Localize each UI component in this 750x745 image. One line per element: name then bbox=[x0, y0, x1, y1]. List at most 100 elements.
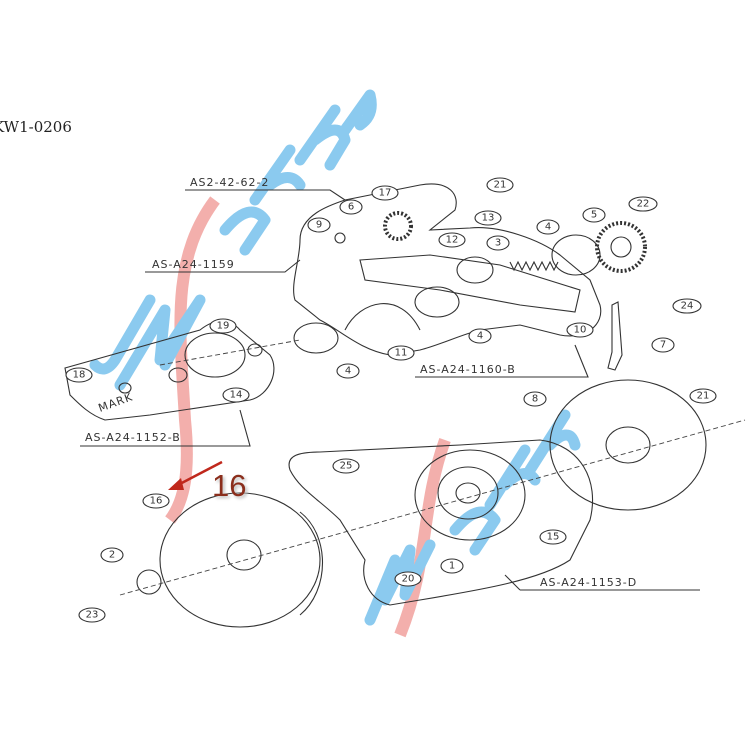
assembly-label-2: AS-A24-1159 bbox=[145, 258, 301, 273]
callout-23: 23 bbox=[78, 607, 106, 623]
svg-text:4: 4 bbox=[545, 222, 551, 233]
svg-text:24: 24 bbox=[681, 301, 694, 312]
plate-hole bbox=[456, 256, 494, 284]
watermark-logo bbox=[89, 89, 581, 638]
callout-22: 22 bbox=[628, 196, 658, 212]
callout-24: 24 bbox=[672, 298, 702, 314]
svg-text:4: 4 bbox=[477, 331, 483, 342]
callout-16: 16 bbox=[142, 493, 170, 509]
svg-text:9: 9 bbox=[316, 220, 322, 231]
svg-text:15: 15 bbox=[547, 532, 560, 543]
callout-19: 19 bbox=[209, 318, 237, 334]
gear-5 bbox=[595, 221, 647, 273]
callout-5: 5 bbox=[582, 207, 606, 223]
svg-text:21: 21 bbox=[494, 180, 507, 191]
lever-7 bbox=[607, 301, 623, 371]
svg-text:21: 21 bbox=[697, 391, 710, 402]
callout-4a: 4 bbox=[536, 219, 560, 235]
svg-text:23: 23 bbox=[86, 610, 99, 621]
callout-20: 20 bbox=[394, 571, 422, 587]
assembly-label-5: AS-A24-1153-D bbox=[504, 574, 700, 591]
bearing-9 bbox=[334, 232, 346, 244]
svg-text:6: 6 bbox=[348, 202, 354, 213]
svg-text:10: 10 bbox=[574, 325, 587, 336]
callout-10: 10 bbox=[566, 322, 594, 338]
disc-16 bbox=[159, 492, 321, 628]
lower-housing bbox=[288, 439, 594, 606]
disc-8-hub bbox=[605, 426, 651, 464]
callout-17: 17 bbox=[371, 185, 399, 201]
svg-text:8: 8 bbox=[532, 394, 538, 405]
svg-text:1: 1 bbox=[449, 561, 455, 572]
svg-text:4: 4 bbox=[345, 366, 351, 377]
svg-text:7: 7 bbox=[660, 340, 666, 351]
highlight-label: 16 bbox=[212, 468, 247, 503]
callout-21a: 21 bbox=[486, 177, 514, 193]
assembly-label-3: AS-A24-1152-B bbox=[80, 409, 251, 447]
svg-text:AS-A24-1152-B: AS-A24-1152-B bbox=[85, 431, 181, 444]
disc-16-rim bbox=[299, 511, 324, 616]
callout-25: 25 bbox=[332, 458, 360, 474]
callout-14: 14 bbox=[222, 387, 250, 403]
callout-4b: 4 bbox=[468, 328, 492, 344]
callout-13: 13 bbox=[474, 210, 502, 226]
svg-text:19: 19 bbox=[217, 321, 230, 332]
callout-1: 1 bbox=[440, 558, 464, 574]
svg-text:3: 3 bbox=[495, 238, 501, 249]
callout-12: 12 bbox=[438, 232, 466, 248]
pin-18 bbox=[118, 382, 132, 394]
callout-15: 15 bbox=[539, 529, 567, 545]
arc-11 bbox=[344, 303, 421, 331]
svg-text:16: 16 bbox=[150, 496, 163, 507]
svg-text:5: 5 bbox=[591, 210, 597, 221]
arrow-head-icon bbox=[168, 478, 184, 490]
svg-text:AS-A24-1153-D: AS-A24-1153-D bbox=[540, 576, 637, 589]
svg-text:18: 18 bbox=[73, 370, 86, 381]
svg-text:AS-A24-1159: AS-A24-1159 bbox=[152, 258, 235, 271]
callout-8: 8 bbox=[523, 391, 547, 407]
assembly-axis bbox=[119, 419, 746, 596]
svg-text:AS2-42-62-2: AS2-42-62-2 bbox=[190, 176, 269, 189]
flange-bore bbox=[455, 482, 481, 504]
svg-text:2: 2 bbox=[109, 550, 115, 561]
upper-bracket bbox=[293, 183, 602, 356]
gear-5-hub bbox=[610, 236, 632, 258]
washer-2 bbox=[136, 569, 162, 595]
gear-6 bbox=[383, 211, 413, 241]
callout-18: 18 bbox=[65, 367, 93, 383]
assembly-label-1: AS2-42-62-2 bbox=[185, 176, 346, 201]
hub-14 bbox=[184, 332, 246, 378]
collar-19 bbox=[247, 343, 263, 357]
callout-3: 3 bbox=[486, 235, 510, 251]
callout-21b: 21 bbox=[689, 388, 717, 404]
callout-2: 2 bbox=[100, 547, 124, 563]
svg-text:20: 20 bbox=[402, 574, 415, 585]
svg-text:17: 17 bbox=[379, 188, 392, 199]
disc-8 bbox=[549, 379, 707, 511]
washer-4a bbox=[551, 234, 601, 276]
mark-label: MARK bbox=[97, 390, 135, 414]
svg-text:11: 11 bbox=[395, 348, 408, 359]
washer-4c bbox=[293, 322, 339, 354]
svg-text:25: 25 bbox=[340, 461, 353, 472]
disc-16-hub bbox=[226, 539, 262, 571]
flange-inner bbox=[437, 466, 499, 520]
callout-6: 6 bbox=[339, 199, 363, 215]
assembly-label-4: AS-A24-1160-B bbox=[415, 344, 589, 378]
spring-3 bbox=[509, 260, 559, 272]
svg-text:12: 12 bbox=[446, 235, 459, 246]
svg-text:13: 13 bbox=[482, 213, 495, 224]
callout-9: 9 bbox=[307, 217, 331, 233]
svg-text:22: 22 bbox=[637, 199, 650, 210]
svg-text:AS-A24-1160-B: AS-A24-1160-B bbox=[420, 363, 516, 376]
svg-text:14: 14 bbox=[230, 390, 243, 401]
washer-4b bbox=[414, 286, 460, 318]
callout-7: 7 bbox=[651, 337, 675, 353]
bushing bbox=[168, 367, 188, 383]
callout-11: 11 bbox=[387, 345, 415, 361]
flange-15 bbox=[414, 449, 526, 541]
callout-4c: 4 bbox=[336, 363, 360, 379]
document-code: KW1-0206 bbox=[0, 118, 72, 136]
